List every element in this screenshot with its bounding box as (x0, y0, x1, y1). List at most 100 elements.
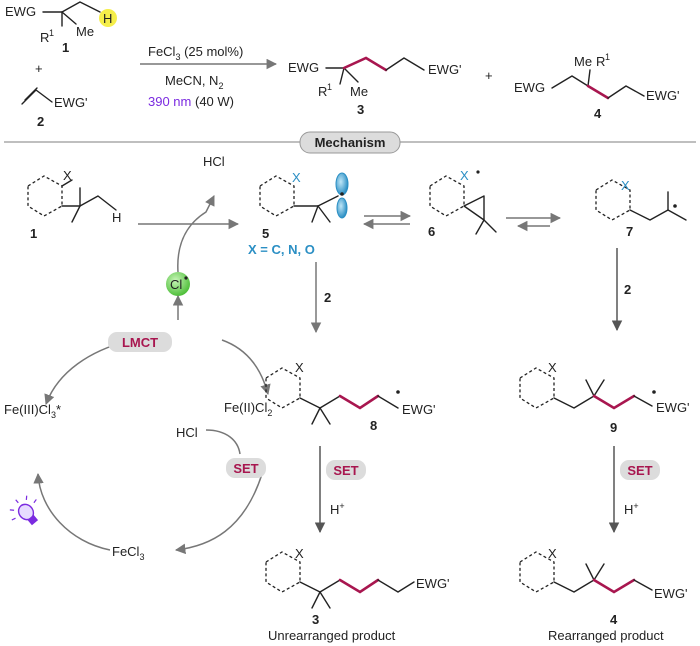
cycle-arc-right-top (221, 339, 271, 396)
cmp8-x: X (295, 360, 304, 375)
product3-r1: R (318, 84, 327, 99)
cmp3-x: X (295, 546, 304, 561)
set-pill-8 (326, 460, 366, 480)
product3-r1-sup: 1 (327, 82, 332, 92)
radical-dot-icon (184, 276, 188, 280)
hcl-cycle: HCl (176, 425, 198, 440)
cmp3-number: 3 (312, 612, 319, 627)
reactant1-h: H (103, 11, 112, 26)
hcl-entry-curve (205, 429, 241, 455)
arrow-cl-to-hcl (177, 195, 215, 273)
reactant-2: EWG' 2 (21, 87, 88, 129)
mechanism-label: Mechanism (315, 135, 386, 150)
plus-1: + (35, 61, 43, 76)
cmp7-number: 7 (626, 224, 633, 239)
mechanism-pill (299, 131, 401, 154)
product3-ewg2: EWG' (428, 62, 462, 77)
reactant1-r1: R (40, 30, 49, 45)
label-unrearranged: Unrearranged product (268, 628, 396, 643)
cmp1-h: H (112, 210, 121, 225)
conditions-line3: 390 nm (40 W) (148, 94, 234, 109)
lmct-label: LMCT (122, 335, 158, 350)
reactant1-me: Me (76, 24, 94, 39)
conditions-line1: FeCl3 (25 mol%) (148, 44, 243, 62)
fe2-cl2: Fe(II)Cl2 (224, 400, 272, 418)
cmp3-ewg: EWG' (416, 576, 450, 591)
product4-ewg: EWG (514, 80, 545, 95)
radical-dot-5 (340, 192, 344, 196)
label-rearranged: Rearranged product (548, 628, 664, 643)
set-label-cycle: SET (233, 461, 258, 476)
product4-r1: R (596, 54, 605, 69)
set-pill-cycle (226, 458, 266, 478)
radical-dot-8 (396, 390, 400, 394)
compound-8: X EWG' 8 (265, 360, 436, 433)
reactant2-ewg: EWG' (54, 95, 88, 110)
product4-number: 4 (594, 106, 602, 121)
reactant-1: EWG H R 1 Me 1 (5, 1, 117, 55)
compound-7: X 7 (595, 178, 687, 239)
catalytic-cycle: LMCT Fe(III)Cl3* Fe(II)Cl2 HCl SET FeCl3 (4, 332, 272, 562)
product4-ewg2: EWG' (646, 88, 680, 103)
set-label-9: SET (627, 463, 652, 478)
radical-dot-7 (673, 204, 677, 208)
plus-2: + (485, 68, 493, 83)
conditions-line2: MeCN, N2 (165, 73, 223, 91)
product3-me: Me (350, 84, 368, 99)
orbital-lobe-lower (336, 197, 348, 219)
radical-dot-9 (652, 390, 656, 394)
cmp9-number: 9 (610, 420, 617, 435)
compound-3-bottom: X EWG' 3 Unrearranged product (265, 546, 450, 643)
h-plus-8: H+ (330, 501, 345, 517)
reactant1-ewg: EWG (5, 4, 36, 19)
fecl3-cycle: FeCl3 (112, 544, 144, 562)
set-pill-9 (620, 460, 660, 480)
cmp4-ewg: EWG' (654, 586, 688, 601)
cmp8-number: 8 (370, 418, 377, 433)
chlorine-radical (166, 272, 190, 296)
product4-r1-sup: 1 (605, 52, 610, 62)
product-4-top: EWG Me R 1 EWG' 4 (514, 52, 680, 121)
product-3-top: EWG EWG' R 1 Me 3 (288, 56, 462, 117)
h-plus-9: H+ (624, 501, 639, 517)
cycle-arc-left-bottom (33, 472, 111, 551)
x-note: X = C, N, O (248, 242, 315, 257)
cycle-arc-right-bottom (174, 473, 263, 555)
cmp1-number: 1 (30, 226, 37, 241)
reagent-2-b: 2 (624, 282, 631, 297)
cmp6-number: 6 (428, 224, 435, 239)
reactant1-r1-sup: 1 (49, 28, 54, 38)
orbital-lobe-icon (335, 172, 349, 196)
reagent-2-a: 2 (324, 290, 331, 305)
highlight-h (99, 9, 117, 27)
cmp4-number: 4 (610, 612, 618, 627)
cmp8-ewg: EWG' (402, 402, 436, 417)
cmp4-x: X (548, 546, 557, 561)
cmp5-x: X (292, 170, 301, 185)
compound-6: X 6 (428, 168, 497, 239)
cl-label: Cl (170, 277, 182, 292)
cmp6-x: X (460, 168, 469, 183)
cmp1-x: X (63, 168, 72, 183)
compound-1: X H 1 (27, 168, 121, 241)
fe3-star: Fe(III)Cl3* (4, 402, 61, 420)
compound-5: X 5 X = C, N, O (248, 170, 349, 257)
product3-ewg: EWG (288, 60, 319, 75)
cmp9-ewg: EWG' (656, 400, 690, 415)
reactant2-number: 2 (37, 114, 44, 129)
radical-dot-6 (476, 170, 480, 174)
compound-4-bottom: X EWG' 4 Rearranged product (519, 546, 688, 643)
compound-9: X EWG' 9 (519, 360, 690, 435)
lmct-pill (108, 332, 172, 352)
hcl-label: HCl (203, 154, 225, 169)
product3-number: 3 (357, 102, 364, 117)
product4-me: Me (574, 54, 592, 69)
cmp9-x: X (548, 360, 557, 375)
cmp7-x: X (621, 178, 630, 193)
reactant1-number: 1 (62, 40, 69, 55)
cmp5-number: 5 (262, 226, 269, 241)
lightbulb-icon (9, 495, 39, 526)
set-label-8: SET (333, 463, 358, 478)
reaction-conditions: FeCl3 (25 mol%) MeCN, N2 390 nm (40 W) (140, 44, 278, 109)
